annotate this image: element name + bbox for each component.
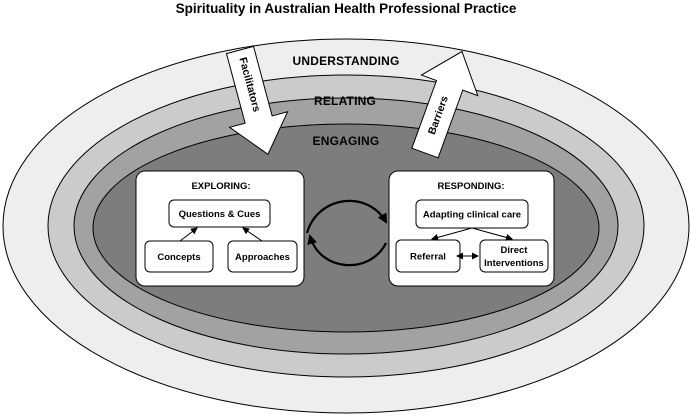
responding-title: RESPONDING: <box>437 181 504 192</box>
facilitators-arrow: Facilitators <box>225 45 289 156</box>
approaches-label: Approaches <box>235 252 290 263</box>
label-relating: RELATING <box>314 94 376 108</box>
direct-interventions-node <box>479 239 549 273</box>
adapting-to-direct-arrow <box>471 227 513 241</box>
approaches-node <box>227 240 298 273</box>
approaches-to-questions-arrow <box>242 227 263 242</box>
barriers-arrow: Barriers <box>411 50 479 159</box>
cycle-arrow-top <box>305 199 387 234</box>
concepts-to-questions-arrow <box>179 227 198 242</box>
exploring-title: EXPLORING: <box>191 181 250 192</box>
concepts-node <box>144 240 214 273</box>
direct-interventions-label-1: Direct <box>501 245 529 256</box>
diagram-title: Spirituality in Australian Health Profes… <box>176 1 517 16</box>
cycle-arrow-bottom <box>307 234 387 267</box>
adapting-care-label: Adapting clinical care <box>423 210 521 221</box>
label-understanding: UNDERSTANDING <box>292 54 399 68</box>
referral-label: Referral <box>410 252 446 263</box>
questions-cues-node <box>168 199 271 228</box>
exploring-panel: EXPLORING: Questions & Cues Concepts App… <box>135 170 305 287</box>
concepts-label: Concepts <box>157 252 200 263</box>
adapting-to-referral-arrow <box>431 227 473 241</box>
label-engaging: ENGAGING <box>313 134 380 148</box>
direct-interventions-label-2: Interventions <box>484 258 544 269</box>
responding-panel: RESPONDING: Adapting clinical care Refer… <box>388 170 555 287</box>
questions-cues-label: Questions & Cues <box>179 209 261 220</box>
